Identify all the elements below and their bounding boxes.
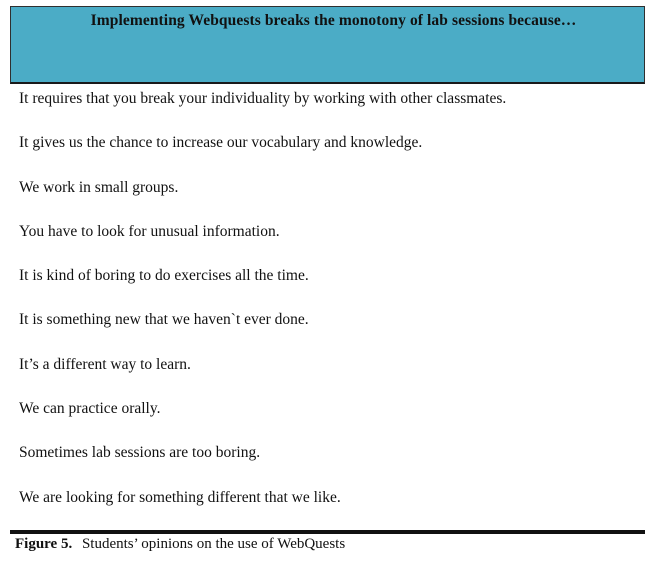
table-row: It is kind of boring to do exercises all… (19, 267, 309, 285)
opinion-list: It requires that you break your individu… (19, 87, 639, 530)
table-row: We work in small groups. (19, 178, 179, 196)
table-row: Sometimes lab sessions are too boring. (19, 444, 261, 462)
table-row: You have to look for unusual information… (19, 222, 280, 240)
table-row: We are looking for something different t… (19, 488, 341, 506)
table-row: It requires that you break your individu… (19, 90, 507, 107)
table-header-title: Implementing Webquests breaks the monoto… (90, 12, 577, 29)
table-row: We can practice orally. (19, 400, 161, 418)
figure-caption: Figure 5. Students’ opinions on the use … (15, 536, 345, 553)
figure-caption-label: Figure 5. (15, 536, 73, 552)
table-header: Implementing Webquests breaks the monoto… (10, 6, 645, 84)
table-bottom-rule (10, 530, 645, 534)
table-row: It gives us the chance to increase our v… (19, 134, 423, 152)
table-row: It is something new that we haven`t ever… (19, 311, 309, 329)
table-row: It’s a different way to learn. (19, 355, 191, 373)
figure-caption-text: Students’ opinions on the use of WebQues… (81, 536, 346, 552)
